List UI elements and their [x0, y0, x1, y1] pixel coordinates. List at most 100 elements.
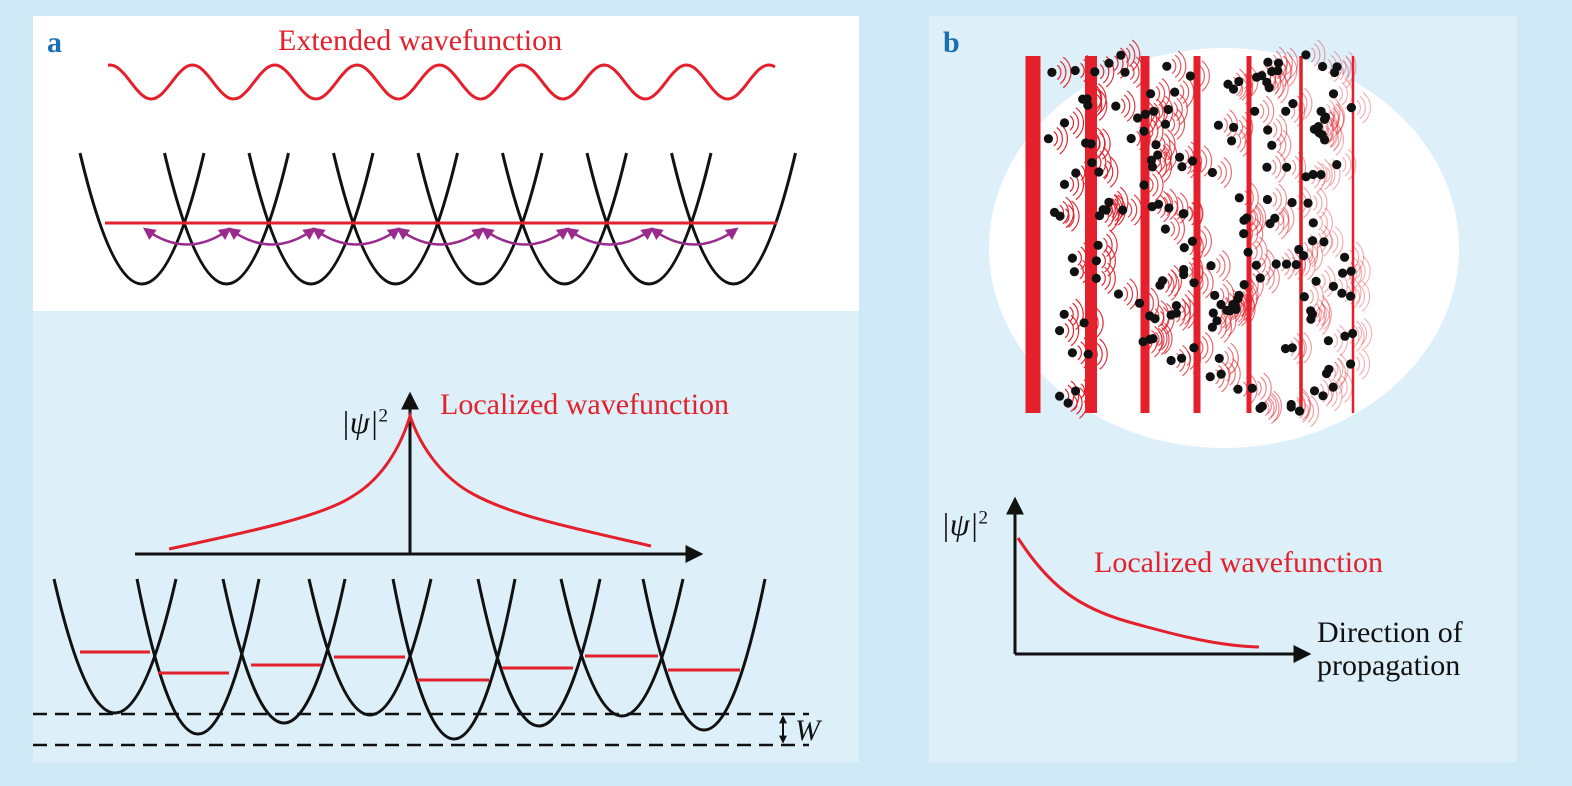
- scatterer-dot: [1179, 269, 1189, 280]
- scatterer-dot: [1287, 197, 1297, 208]
- wavelet-arc: [1219, 254, 1226, 278]
- wavelet-arc: [1341, 156, 1347, 173]
- wavelet-arc: [1342, 60, 1350, 85]
- scatterer-dot: [1301, 50, 1311, 60]
- scatterer-dot: [1067, 253, 1077, 263]
- wavelet-arc: [1204, 332, 1214, 364]
- scatterer-dot: [1047, 67, 1057, 77]
- wavelet-arc: [1317, 306, 1322, 322]
- tunneling-arrows: [142, 227, 739, 246]
- psi-axis-label-b: |ψ|2: [941, 506, 988, 542]
- wavelet-arc: [1123, 94, 1131, 118]
- wavelet-arc: [1332, 107, 1340, 132]
- scatterer-dot: [1067, 348, 1077, 358]
- wavelet-arc: [1232, 288, 1241, 321]
- wavelet-arc: [1072, 111, 1080, 135]
- wavelet-arc: [1072, 302, 1079, 326]
- wavelet-arc: [1352, 277, 1362, 309]
- wavelet-arc: [1327, 58, 1333, 75]
- scatterer-dot: [1281, 259, 1292, 269]
- wavelet-arc: [1271, 392, 1280, 425]
- scatterer-dot: [1257, 71, 1267, 81]
- scatterer-dot: [1271, 259, 1281, 269]
- wavelet-arc: [1171, 58, 1177, 74]
- wavelet-arc: [1200, 149, 1208, 173]
- scatterer-dot: [1348, 328, 1358, 339]
- wavelet-arc: [1148, 123, 1154, 139]
- wavelet-arc: [1321, 295, 1331, 327]
- wavelet-arc: [1250, 279, 1259, 311]
- scatterer-dot: [1338, 268, 1348, 278]
- scatterer-dot: [1059, 118, 1070, 128]
- wavelet-arc: [1104, 266, 1111, 291]
- scatterer-dot: [1081, 138, 1091, 148]
- wavelet-arc: [1282, 63, 1288, 79]
- scatterer-dot: [1185, 71, 1195, 81]
- wavelet-arc: [1127, 202, 1133, 218]
- wavelet-arc: [1277, 75, 1284, 100]
- wavelet-arc: [1080, 165, 1086, 181]
- scatterer-dot: [1308, 218, 1318, 228]
- wavelet-arc: [1099, 338, 1108, 370]
- localized-wavefunction-curve: [168, 411, 652, 551]
- wavelet-arc: [1281, 207, 1290, 240]
- wavelet-arc: [1184, 293, 1191, 318]
- wavelet-arc: [1098, 89, 1108, 121]
- wavelet-arc: [1361, 280, 1371, 312]
- wavelet-arc: [1303, 87, 1313, 120]
- scatterer-dot: [1091, 256, 1101, 266]
- panel-a: a Extended wavefunction Localized wavefu…: [33, 16, 859, 762]
- wavelet-arc: [1268, 266, 1275, 290]
- scatterer-dot: [1175, 152, 1185, 162]
- wavelet-arc: [1125, 47, 1131, 63]
- scatterer-dot: [1320, 114, 1330, 124]
- scatterer-dot: [1205, 372, 1215, 382]
- scatterer-dot: [1134, 298, 1145, 308]
- wavelet-arc: [1318, 215, 1323, 231]
- wavelet-arc: [1335, 103, 1345, 136]
- wavelet-arc: [1123, 286, 1129, 302]
- wavelet-arc: [1333, 333, 1338, 349]
- scatterer-dot: [1148, 334, 1158, 344]
- wavelet-arc: [1221, 361, 1230, 393]
- scatterer-dot: [1299, 292, 1309, 302]
- scatterer-dot: [1151, 140, 1161, 150]
- wavelet-arc: [1173, 101, 1178, 118]
- panel-a-letter: a: [47, 26, 62, 59]
- potential-well-bottom: [559, 578, 685, 718]
- wavelet-arc: [1223, 117, 1228, 133]
- wavelet-arc: [1356, 99, 1361, 116]
- wavelet-arc: [1289, 47, 1299, 79]
- wavelet-arc: [1056, 127, 1063, 151]
- scatterer-dot: [1299, 251, 1309, 261]
- scatterer-dot: [1206, 261, 1216, 271]
- scatterer-dot: [1288, 99, 1298, 109]
- wavelet-arc: [1330, 117, 1339, 149]
- wavelet-arc: [1339, 325, 1348, 357]
- scatterer-dot: [1101, 205, 1111, 215]
- wavelet-arc: [1221, 313, 1227, 329]
- wavelet-arc: [1312, 195, 1318, 211]
- wavelet-arc: [1129, 64, 1135, 80]
- periodic-potential-wells: [78, 152, 797, 286]
- wavelet-arc: [1096, 342, 1103, 366]
- scatterer-dot: [1094, 167, 1104, 177]
- scatterer-dot: [1216, 299, 1226, 310]
- wavelet-arc: [1176, 196, 1184, 220]
- scatterer-dot: [1063, 398, 1073, 408]
- scatterer-dot: [1262, 194, 1272, 205]
- scatterer-dot: [1227, 136, 1237, 146]
- wavelet-arc: [1148, 177, 1154, 193]
- wavelet-arc: [1285, 59, 1293, 83]
- scatterer-dot: [1207, 322, 1217, 332]
- wavelet-arc: [1307, 399, 1315, 423]
- wavelet-arc: [1227, 346, 1234, 371]
- wavelet-arc: [1264, 253, 1271, 277]
- wavelet-arc: [1336, 329, 1343, 353]
- wavelet-arc: [1310, 47, 1316, 63]
- wavelet-arc: [1259, 236, 1268, 268]
- scatterer-dot: [1155, 280, 1165, 290]
- wavelet-arc: [1069, 306, 1074, 322]
- wavelet-arc: [1215, 258, 1221, 274]
- wavelet-arc: [1109, 156, 1119, 188]
